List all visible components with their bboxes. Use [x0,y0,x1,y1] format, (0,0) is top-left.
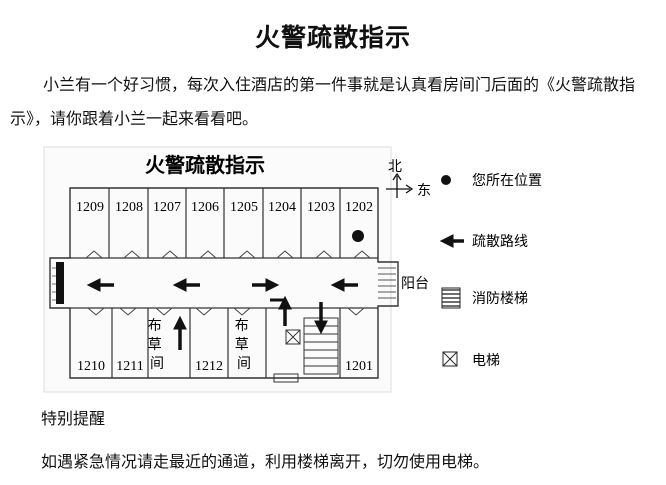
plan-panel [43,146,392,393]
compass [386,172,414,198]
compass-east: 东 [417,183,431,199]
legend-label: 疏散路线 [472,234,528,250]
linen-room-label: 布 草 间 [148,318,166,372]
plan-title: 火警疏散指示 [145,153,265,177]
north-room-dividers [108,188,341,258]
room-label: 1210 [77,359,105,374]
linen-room-char: 布 [235,318,249,334]
balcony-label: 阳台 [401,276,429,292]
intro-paragraph: 小兰有一个好习惯，每次入住酒店的第一件事就是认真看房间门后面的《火警疏散指示》，… [10,75,636,128]
room-label: 1208 [115,200,143,215]
room-label: 1204 [268,200,296,215]
south-room-dividers [111,308,341,378]
room-label: 1201 [345,359,373,374]
linen-room-char: 间 [237,356,251,372]
linen-room-label: 布 草 间 [235,318,253,372]
legend-label: 您所在位置 [472,172,542,189]
linen-room-char: 间 [150,356,164,372]
room-label: 1211 [116,359,143,374]
central-stairs-steps [304,325,338,367]
room-label: 1209 [76,200,104,215]
stair-landing [273,373,299,383]
legend-elevator-icon-cross [442,351,458,367]
room-label: 1205 [230,200,258,215]
elevator-icon-cross [285,329,301,345]
special-reminder-body: 如遇紧急情况请走最近的通道，利用楼梯离开，切勿使用电梯。 [41,452,490,471]
west-stairs-steps [52,267,56,301]
linen-room-char: 草 [148,337,162,353]
room-label: 1206 [191,200,219,215]
compass-north: 北 [388,159,402,175]
dot-icon [441,175,451,185]
room-label: 1202 [345,200,373,215]
west-stairs-icon [56,262,64,304]
south-doors [87,307,365,316]
legend-label: 电梯 [472,353,500,369]
current-position-dot [352,230,364,242]
legend-label: 消防楼梯 [472,291,528,307]
room-label: 1207 [153,200,181,215]
stairs-icon [441,287,461,309]
balcony-hatch [378,267,396,299]
building-outline [49,187,399,379]
route-elbow [270,298,287,312]
linen-room-char: 草 [235,337,249,353]
evacuation-arrows [86,278,358,350]
linen-room-char: 布 [148,318,162,334]
room-label: 1203 [307,200,335,215]
page-title: 火警疏散指示 [254,23,411,52]
special-reminder-title: 特别提醒 [41,409,106,428]
north-doors [85,250,371,259]
room-label: 1212 [195,359,223,374]
